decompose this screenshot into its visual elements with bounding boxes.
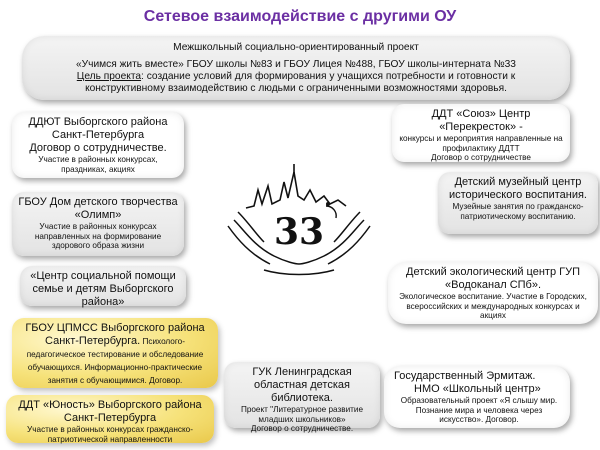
partner-desc: Музейные занятия по гражданско-патриотич… [452,201,584,221]
partner-title-text: ГБОУ ЦПМСС Выборгского района Санкт-Пете… [25,322,205,347]
partner-library-box: ГУК Ленинградская областная детская библ… [224,362,380,433]
partner-subtitle: Договор о сотрудничестве. [29,141,167,154]
partner-title: ГБОУ Дом детского творчества «Олимп» [18,196,178,221]
partner-yunost-box: ДДТ «Юность» Выборгского района Санкт-Пе… [6,395,214,444]
emblem-number: 33 [274,211,324,253]
project-line2: «Учимся жить вместе» ГБОУ школы №83 и ГБ… [76,59,516,71]
partner-title: ДДТ «Юность» Выборгского района Санкт-Пе… [18,399,202,424]
partner-desc: Экологическое воспитание. Участие в Горо… [399,291,587,321]
partner-title-2: НМО «Школьный центр» [414,382,541,395]
partner-cpmss-box: ГБОУ ЦПМСС Выборгского района Санкт-Пете… [12,318,218,388]
partner-desc: конкурсы и мероприятия направленные на п… [399,133,563,153]
partner-title: ГБОУ ЦПМСС Выборгского района Санкт-Пете… [18,322,212,387]
partner-desc: Образовательный проект «Я слышу мир. Поз… [400,395,558,425]
partner-title: ДДТ «Союз» Центр «Перекресток» - [431,108,531,133]
partner-vodokanal-box: Детский экологический центр ГУП «Водокан… [388,262,598,324]
partner-desc: Участие в районных конкурсах направленны… [34,221,162,251]
partner-social-center-box: «Центр социальной помощи семье и детям В… [20,266,186,308]
partner-title: Детский музейный центр исторического вос… [449,176,587,201]
partner-title: Детский экологический центр ГУП «Водокан… [406,266,580,291]
project-line1: Межшкольный социально-ориентированный пр… [173,42,419,53]
hands-icon [227,211,371,276]
partner-desc: Участие в районных конкурсах, праздниках… [38,154,158,174]
partner-hermitage-box: Государственный Эрмитаж. НМО «Школьный ц… [384,366,570,428]
partner-desc-2: Договор о сотрудничестве [431,153,531,163]
partner-olimp-box: ГБОУ Дом детского творчества «Олимп» Уча… [12,192,184,256]
partner-title: «Центр социальной помощи семье и детям В… [30,270,176,308]
partner-museum-box: Детский музейный центр исторического вос… [438,172,598,234]
project-box: Межшкольный социально-ориентированный пр… [22,36,570,100]
goal-text: : создание условий для формирования у уч… [85,71,516,95]
partner-souz-box: ДДТ «Союз» Центр «Перекресток» - конкурс… [392,104,570,162]
goal-label: Цель проекта [76,71,142,83]
partner-title: ДДЮТ Выборгского района Санкт-Петербурга [28,116,168,141]
partner-ddut-box: ДДЮТ Выборгского района Санкт-Петербурга… [12,112,184,178]
page-title: Сетевое взаимодействие с другими ОУ [143,8,457,25]
partner-title: ГУК Ленинградская областная детская библ… [252,366,352,404]
partner-desc: Участие в районных конкурсах гражданско-… [27,424,193,444]
project-goal: Цель проекта: создание условий для форми… [36,71,556,95]
hands-city-emblem-icon: 33 [227,164,371,276]
partner-desc-2: Договор о сотрудничестве. [250,424,354,434]
city-skyline-icon [245,164,347,209]
partner-title: Государственный Эрмитаж. [394,370,536,382]
partner-desc: Психолого-педагогическое тестирование и … [26,336,204,385]
partner-desc: Проект "Литературное развитие младших шк… [240,404,364,424]
